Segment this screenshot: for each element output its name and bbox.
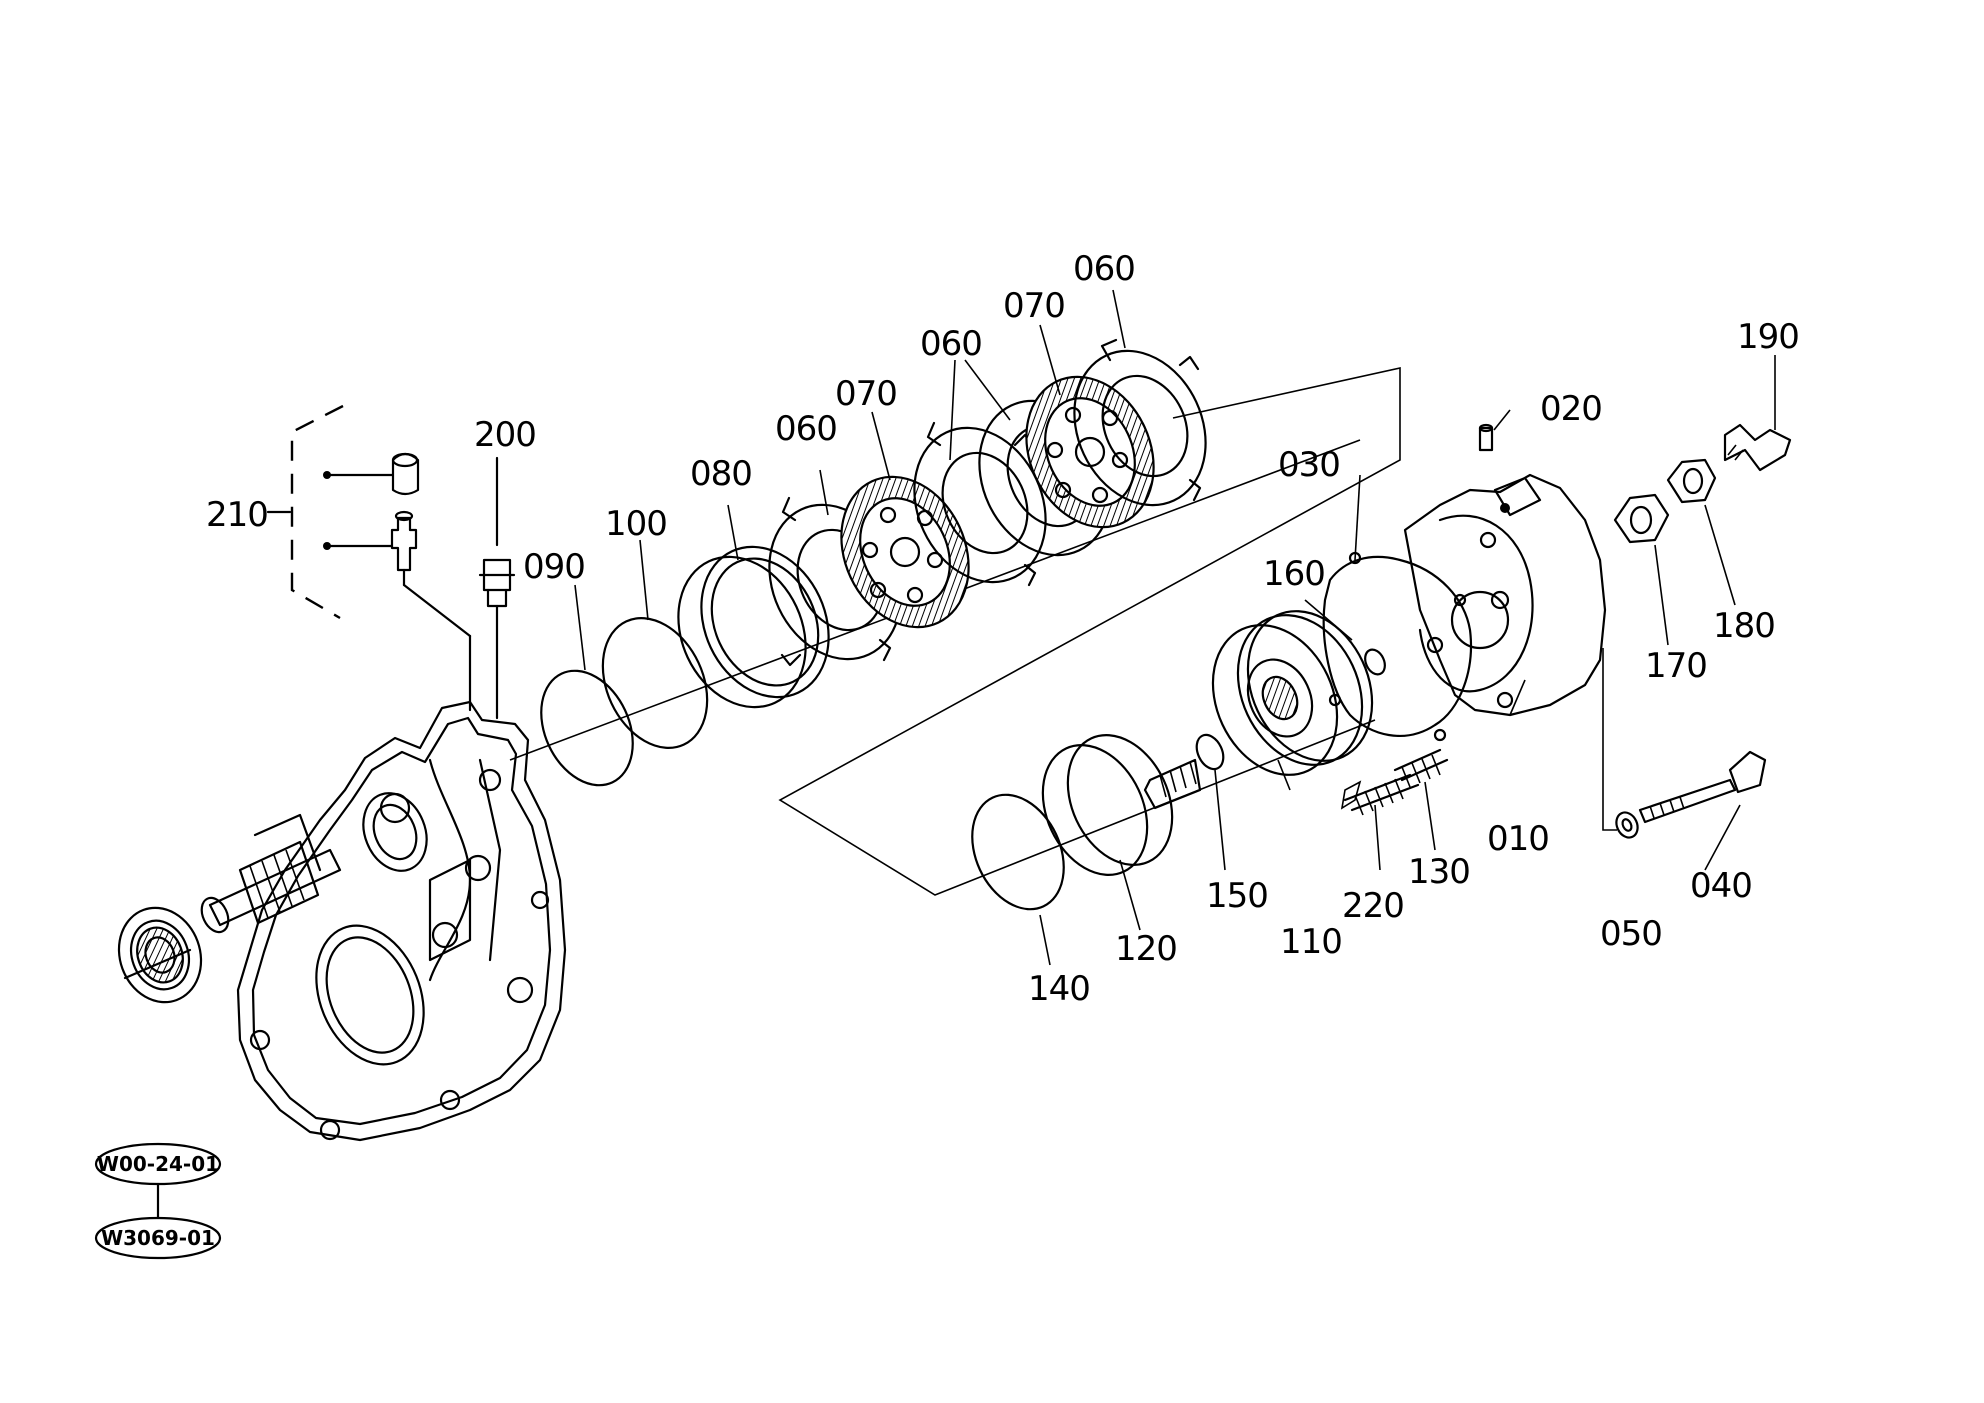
label-110: 110: [1280, 922, 1342, 962]
label-130: 130: [1408, 852, 1470, 892]
o-ring-160-icon: [1364, 648, 1386, 676]
reference-upper-text: W00-24-01: [97, 1152, 219, 1176]
nut-180-icon: [1666, 458, 1717, 504]
ring-080-icon: [677, 545, 830, 709]
sensor-cap-icon: [391, 452, 420, 496]
label-120: 120: [1115, 929, 1177, 969]
label-100: 100: [605, 504, 667, 544]
label-180: 180: [1713, 606, 1775, 646]
steel-plate-060-d-icon: [1073, 338, 1207, 507]
o-ring-100-icon: [601, 617, 709, 749]
spring-130-icon: [1393, 748, 1449, 788]
label-140: 140: [1028, 969, 1090, 1009]
sub-assembly-frame: [778, 367, 1401, 896]
label-060-c: 060: [1073, 249, 1135, 289]
label-190: 190: [1737, 317, 1799, 357]
label-080: 080: [690, 454, 752, 494]
friction-plate-070-b-icon: [1025, 375, 1155, 529]
washer-050-icon: [1615, 811, 1639, 839]
label-030: 030: [1278, 445, 1340, 485]
part-labels: 210 200 090 100 080 060 070 060 070 060 …: [206, 249, 1800, 1009]
friction-plate-070-a-icon: [840, 475, 970, 629]
leader-050-bracket: [1602, 648, 1617, 831]
label-010: 010: [1487, 819, 1549, 859]
label-050: 050: [1600, 914, 1662, 954]
reference-lower-text: W3069-01: [101, 1226, 215, 1250]
label-070-b: 070: [1003, 286, 1065, 326]
label-020: 020: [1540, 389, 1602, 429]
spring-seat: [1340, 780, 1362, 810]
housing-010-icon: [1403, 473, 1607, 717]
label-170: 170: [1645, 646, 1707, 686]
label-090: 090: [523, 547, 585, 587]
bolt-040-icon: [1638, 750, 1767, 824]
group-210-bracket: [266, 404, 394, 620]
grease-nipple-020-icon: [1478, 423, 1494, 452]
reference-oval-lower: [94, 1216, 222, 1260]
cylinder-110-icon: [1211, 610, 1374, 776]
label-220: 220: [1342, 886, 1404, 926]
transmission-case-icon: [236, 700, 567, 1142]
label-210: 210: [206, 495, 268, 535]
o-ring-140-icon: [971, 793, 1065, 911]
leader-lines: [574, 289, 1776, 966]
label-040: 040: [1690, 866, 1752, 906]
label-200: 200: [474, 415, 536, 455]
label-150: 150: [1206, 876, 1268, 916]
bearing-icon: [117, 906, 203, 1004]
reference-badges: W00-24-01 W3069-01: [94, 1142, 222, 1260]
elbow-fitting-190-icon: [1723, 423, 1792, 472]
o-ring-090-icon: [540, 669, 634, 787]
label-060-a: 060: [775, 409, 837, 449]
label-070-a: 070: [835, 374, 897, 414]
breather-plug-icon: [478, 456, 516, 720]
sensor-switch-icon: [390, 510, 472, 712]
label-060-b: 060: [920, 324, 982, 364]
gasket-030-icon: [1322, 551, 1472, 742]
input-shaft-icon: [200, 813, 342, 934]
piston-120-icon: [1041, 734, 1202, 876]
label-160: 160: [1263, 554, 1325, 594]
o-ring-150-icon: [1195, 733, 1225, 771]
nut-170-icon: [1613, 493, 1670, 544]
